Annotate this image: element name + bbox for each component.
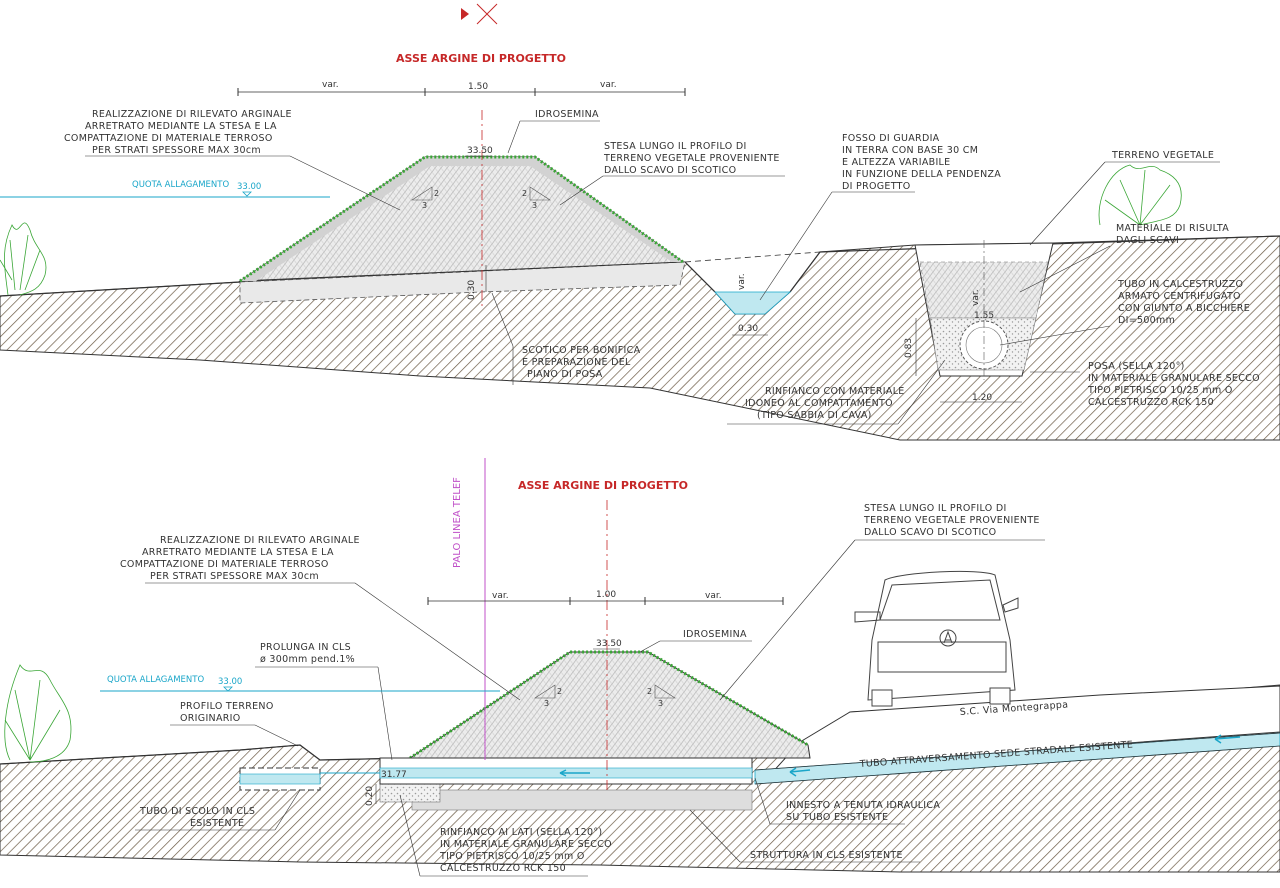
top-ditch-var: var. — [737, 273, 747, 290]
bottom-extension-note: PROLUNGA IN CLS ø 300mm pend.1% — [260, 642, 355, 665]
svg-text:3: 3 — [422, 201, 427, 210]
top-topsoil-layer — [240, 157, 683, 281]
top-dim-center: 1.50 — [468, 82, 488, 92]
top-trench-var: var. — [971, 289, 981, 306]
bottom-flood-label: QUOTA ALLAGAMENTO — [107, 675, 204, 685]
bottom-concrete-structure — [411, 789, 753, 811]
bottom-crest-level: 33.50 — [596, 639, 622, 649]
bottom-pole-label: PALO LINEA TELEF — [452, 477, 463, 568]
car-icon — [854, 570, 1019, 707]
top-pipe-note: TUBO IN CALCESTRUZZO ARMATO CENTRIFUGATO… — [1117, 279, 1253, 326]
bottom-joint-note: INNESTO A TENUTA IDRAULICA SU TUBO ESIST… — [786, 800, 943, 823]
bottom-embankment — [408, 651, 811, 759]
bottom-structure-note: STRUTTURA IN CLS ESISTENTE — [750, 850, 903, 861]
bottom-slope-left: 2 3 — [533, 684, 562, 708]
bush-icon — [4, 664, 72, 763]
top-slope-left: 2 3 — [410, 186, 439, 210]
top-spoil-note: MATERIALE DI RISULTA DAGLI SCAVI — [1116, 223, 1232, 246]
top-crest-level: 33.50 — [467, 146, 493, 156]
top-ditch-base: 0.30 — [738, 324, 758, 334]
top-embankment-note: REALIZZAZIONE DI RILEVATO ARGINALE ARRET… — [64, 109, 295, 156]
top-topsoil-note: STESA LUNGO IL PROFILO DI TERRENO VEGETA… — [603, 141, 783, 176]
top-trench-width-top: 1.55 — [974, 311, 994, 321]
bottom-dim-left: var. — [492, 591, 509, 601]
top-stripping-note: SCOTICO PER BONIFICA E PREPARAZIONE DEL … — [522, 345, 644, 380]
top-flood-label: QUOTA ALLAGAMENTO — [132, 180, 229, 190]
bottom-original-profile-note: PROFILO TERRENO ORIGINARIO — [180, 701, 277, 724]
top-dim-left: var. — [322, 80, 339, 90]
bottom-axis-label: ASSE ARGINE DI PROGETTO — [518, 479, 688, 492]
svg-text:3: 3 — [532, 201, 537, 210]
bottom-pipe-level: 31.77 — [381, 770, 407, 780]
arrow-flow-icon — [789, 734, 1241, 777]
bottom-embankment-note: REALIZZAZIONE DI RILEVATO ARGINALE ARRET… — [120, 535, 363, 582]
north-arrow-icon — [461, 3, 498, 25]
bush-icon — [0, 222, 47, 296]
top-topsoil-label: TERRENO VEGETALE — [1111, 150, 1214, 161]
top-trench-width-base: 1.20 — [972, 393, 992, 403]
bottom-dim-right: var. — [705, 591, 722, 601]
top-flood-level: 33.00 — [237, 182, 261, 192]
svg-text:2: 2 — [434, 189, 439, 198]
top-bedding-note: POSA (SELLA 120°) IN MATERIALE GRANULARE… — [1087, 361, 1263, 408]
svg-text:2: 2 — [557, 687, 562, 696]
svg-text:2: 2 — [647, 687, 652, 696]
top-grass-line — [239, 155, 684, 283]
bush-icon — [1098, 164, 1182, 226]
bottom-depth: 0.20 — [365, 786, 375, 806]
bottom-ground-line — [0, 744, 413, 765]
top-hydroseeding-label: IDROSEMINA — [535, 109, 599, 120]
top-dim-right: var. — [600, 80, 617, 90]
bottom-flood-level: 33.00 — [218, 677, 242, 687]
svg-text:3: 3 — [544, 699, 549, 708]
bottom-slope-right: 2 3 — [647, 684, 677, 708]
bottom-drain-pipe-note: TUBO DI SCOLO IN CLS ESISTENTE — [139, 806, 259, 829]
bottom-hydroseeding-label: IDROSEMINA — [683, 629, 747, 640]
bottom-backfill-note: RINFIANCO AI LATI (SELLA 120°) IN MATERI… — [439, 827, 615, 874]
bottom-topsoil-note: STESA LUNGO IL PROFILO DI TERRENO VEGETA… — [863, 503, 1043, 538]
top-backfill-note: RINFIANCO CON MATERIALE IDONEO AL COMPAT… — [745, 386, 908, 421]
svg-text:2: 2 — [522, 189, 527, 198]
bottom-dim-center: 1.00 — [596, 590, 616, 600]
top-stripping-depth: 0.30 — [467, 280, 477, 300]
top-trench-depth: 0.83 — [904, 338, 914, 358]
top-slope-right: 2 3 — [522, 186, 552, 210]
svg-text:3: 3 — [658, 699, 663, 708]
top-axis-label: ASSE ARGINE DI PROGETTO — [396, 52, 566, 65]
top-ditch-note: FOSSO DI GUARDIA IN TERRA CON BASE 30 CM… — [842, 133, 1004, 192]
